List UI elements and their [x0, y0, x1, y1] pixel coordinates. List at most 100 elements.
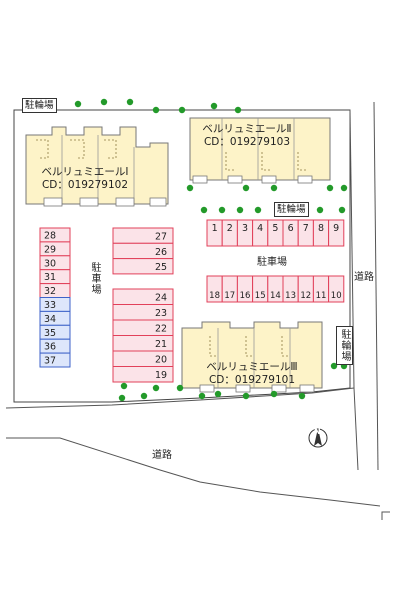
tree-17 — [316, 206, 324, 214]
parking-space-30-number: 30 — [44, 258, 56, 269]
parking-space-6-number: 6 — [288, 223, 294, 234]
parking-space-17-number: 17 — [224, 291, 235, 301]
tree-3 — [126, 98, 134, 106]
parking-space-26-number: 26 — [155, 247, 167, 258]
parking-space-29-number: 29 — [44, 244, 56, 255]
building-3-label: ベルリュミエールⅢ CD：019279101 — [196, 361, 308, 387]
parking-space-13-number: 13 — [285, 291, 296, 301]
tree-4 — [152, 106, 160, 114]
parking-space-3-number: 3 — [242, 223, 248, 234]
parking-space-28-number: 28 — [44, 231, 56, 242]
parking-space-24-number: 24 — [155, 293, 167, 304]
road-edge-right-outer — [373, 101, 379, 471]
tree-13 — [200, 206, 208, 214]
road-edge-bottom-lower — [6, 437, 381, 507]
parking-space-11-number: 11 — [316, 291, 327, 301]
corner-mark — [381, 511, 390, 520]
parking-space-4-number: 4 — [257, 223, 263, 234]
parking-space-8-number: 8 — [318, 223, 324, 234]
road-edge-right-inner — [349, 109, 355, 389]
building-2-label: ベルリュミエールⅡ CD：019279103 — [192, 123, 302, 149]
tree-1 — [74, 100, 82, 108]
tree-29 — [330, 362, 338, 370]
road-edge-right-lower — [353, 387, 359, 471]
parking-space-36-number: 36 — [44, 342, 56, 353]
tree-10 — [270, 184, 278, 192]
building-3 — [181, 321, 323, 393]
parking-space-23-number: 23 — [155, 308, 167, 319]
parking-label-vertical: 駐車場 — [89, 262, 100, 295]
tree-28 — [298, 392, 306, 400]
parking-space-27-number: 27 — [155, 232, 167, 243]
tree-25 — [214, 390, 222, 398]
tree-21 — [176, 384, 184, 392]
parking-space-34-number: 34 — [44, 314, 56, 325]
tree-5 — [178, 106, 186, 114]
parking-space-19 — [112, 366, 174, 383]
tree-24 — [198, 392, 206, 400]
parking-space-2-number: 2 — [227, 223, 233, 234]
tree-23 — [140, 392, 148, 400]
road-label-right: 道路 — [354, 272, 374, 283]
tree-19 — [120, 382, 128, 390]
parking-space-35-number: 35 — [44, 328, 56, 339]
parking-space-9-number: 9 — [333, 223, 339, 234]
parking-space-37-number: 37 — [44, 356, 56, 367]
tree-2 — [100, 98, 108, 106]
tree-27 — [270, 390, 278, 398]
parking-space-19-number: 19 — [155, 370, 167, 381]
tree-20 — [152, 384, 160, 392]
parking-space-12-number: 12 — [300, 291, 311, 301]
building-1 — [25, 126, 169, 207]
tree-7 — [234, 106, 242, 114]
parking-space-7-number: 7 — [303, 223, 309, 234]
parking-space-20-number: 20 — [155, 355, 167, 366]
building-3-code: CD：019279101 — [208, 374, 296, 386]
north-compass — [308, 428, 328, 448]
parking-space-18-number: 18 — [209, 291, 220, 301]
building-2-name: ベルリュミエールⅡ — [202, 123, 292, 135]
building-3-name: ベルリュミエールⅢ — [206, 361, 298, 373]
building-2 — [189, 117, 331, 184]
compass-letter: N — [314, 427, 321, 436]
parking-label-horizontal: 駐車場 — [257, 257, 287, 268]
tree-8 — [186, 184, 194, 192]
bike-parking-label-1: 駐輪場 — [22, 98, 57, 113]
building-1-code: CD：019279102 — [41, 179, 129, 191]
parking-space-22-number: 22 — [155, 324, 167, 335]
tree-11 — [326, 184, 334, 192]
parking-space-32-number: 32 — [44, 286, 56, 297]
tree-12 — [340, 184, 348, 192]
building-2-code: CD：019279103 — [203, 136, 291, 148]
parking-space-37 — [39, 352, 71, 368]
parking-space-33-number: 33 — [44, 300, 56, 311]
road-label-bottom: 道路 — [152, 450, 172, 461]
bike-parking-label-2: 駐輪場 — [274, 202, 309, 217]
tree-layer — [74, 98, 348, 402]
tree-9 — [242, 184, 250, 192]
tree-14 — [218, 206, 226, 214]
building-1-label: ベルリュミエールⅠ CD：019279102 — [30, 166, 140, 192]
parking-space-14-number: 14 — [270, 291, 281, 301]
tree-15 — [236, 206, 244, 214]
building-1-name: ベルリュミエールⅠ — [41, 166, 129, 178]
road-edge-bottom-upper — [5, 387, 355, 409]
parking-space-25-number: 25 — [155, 262, 167, 273]
parking-space-16-number: 16 — [240, 291, 251, 301]
parking-space-1-number: 1 — [212, 223, 218, 234]
parking-space-21-number: 21 — [155, 339, 167, 350]
tree-16 — [254, 206, 262, 214]
tree-6 — [210, 102, 218, 110]
parking-space-15-number: 15 — [255, 291, 266, 301]
parking-space-25 — [112, 258, 174, 275]
tree-22 — [118, 394, 126, 402]
tree-26 — [242, 392, 250, 400]
parking-space-9 — [328, 219, 345, 247]
parking-space-10-number: 10 — [331, 291, 342, 301]
parking-space-31-number: 31 — [44, 272, 56, 283]
parking-space-10 — [328, 275, 345, 303]
tree-18 — [338, 206, 346, 214]
parking-space-5-number: 5 — [272, 223, 278, 234]
